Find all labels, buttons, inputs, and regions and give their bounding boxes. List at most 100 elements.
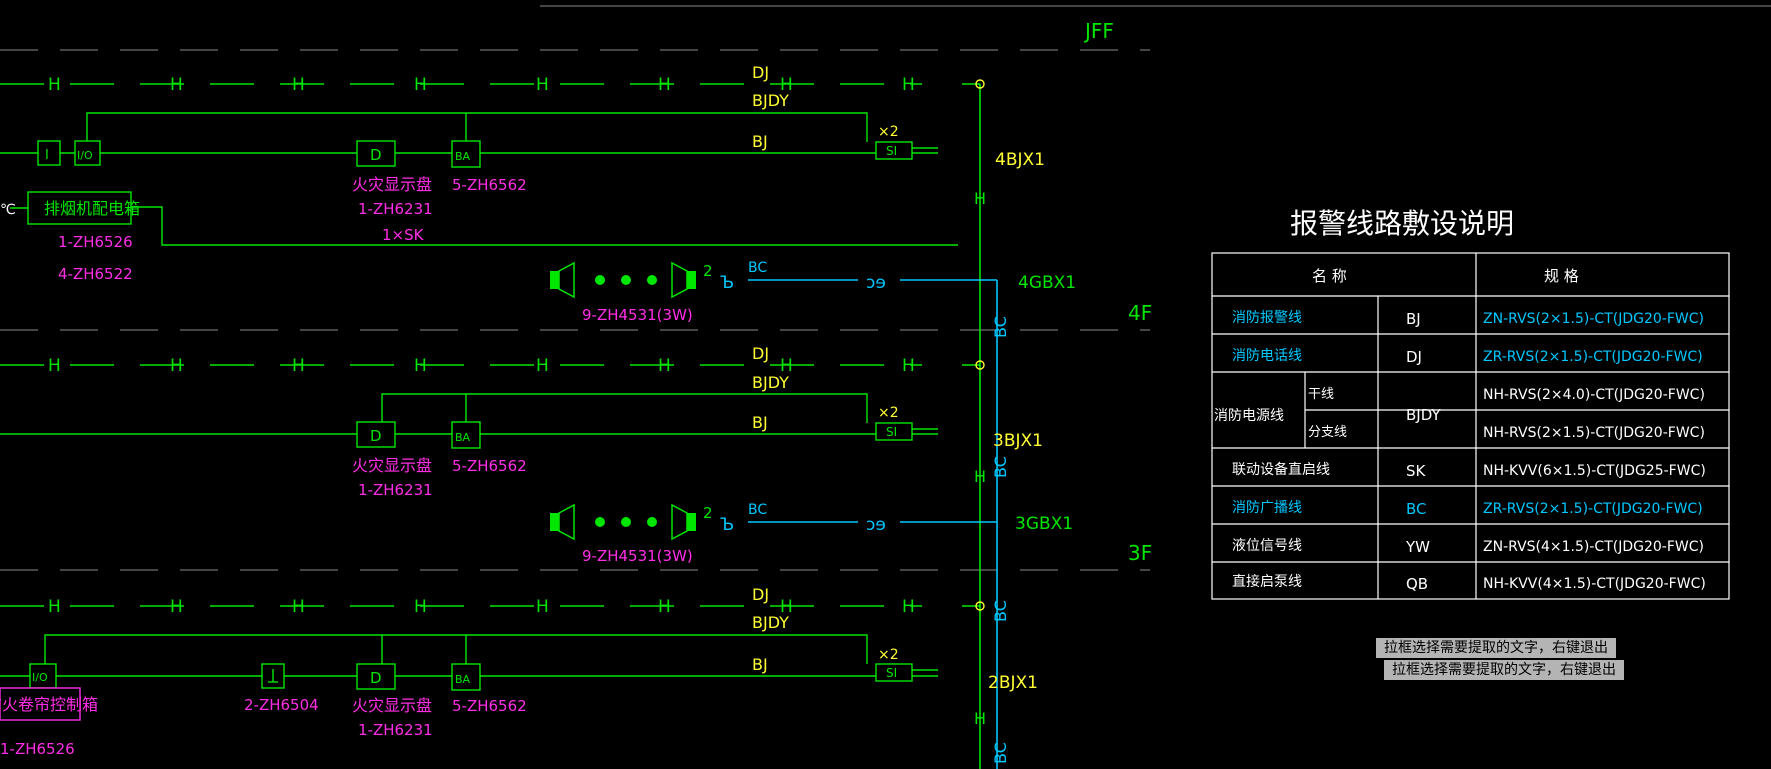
svg-text:2: 2	[703, 262, 713, 280]
svg-text:1-ZH6526: 1-ZH6526	[0, 740, 75, 758]
svg-text:ɔɘ: ɔɘ	[866, 273, 886, 293]
svg-text:BC: BC	[991, 600, 1010, 622]
riser-label-3gbx1: 3GBX1	[1015, 514, 1073, 534]
svg-text:名 称: 名 称	[1312, 267, 1347, 285]
legend-title: 报警线路敷设说明	[1290, 207, 1514, 240]
svg-text:H: H	[536, 356, 549, 376]
command-hint-1: 拉框选择需要提取的文字，右键退出	[1376, 638, 1616, 658]
svg-text:联动设备直启线: 联动设备直启线	[1232, 461, 1330, 478]
svg-text:H: H	[536, 597, 549, 617]
svg-text:SI: SI	[886, 144, 897, 158]
svg-text:BC: BC	[991, 742, 1010, 764]
svg-text:消防报警线: 消防报警线	[1232, 310, 1302, 326]
svg-text:BJDY: BJDY	[1406, 406, 1441, 424]
svg-text:×2: ×2	[878, 124, 899, 140]
svg-text:H: H	[414, 597, 427, 617]
floor-block-4f: H H H H H H H H DJ BJDY BJ I I/O D BA SI	[0, 63, 997, 324]
svg-text:H: H	[414, 75, 427, 95]
svg-text:H: H	[170, 75, 183, 95]
svg-text:BA: BA	[455, 150, 471, 163]
svg-text:消防电话线: 消防电话线	[1232, 348, 1302, 364]
svg-text:BJDY: BJDY	[752, 91, 789, 110]
svg-text:℃: ℃	[0, 202, 16, 218]
svg-text:1-ZH6231: 1-ZH6231	[358, 721, 433, 739]
svg-text:D: D	[370, 669, 382, 687]
svg-text:BC: BC	[991, 316, 1010, 338]
svg-text:2: 2	[703, 504, 713, 522]
fan-box-label: 排烟机配电箱	[44, 199, 140, 218]
svg-text:DJ: DJ	[752, 63, 769, 82]
svg-text:BA: BA	[455, 431, 471, 444]
svg-text:消防广播线: 消防广播线	[1232, 500, 1302, 516]
svg-text:I/O: I/O	[32, 671, 48, 684]
svg-text:H: H	[658, 356, 671, 376]
svg-text:H: H	[48, 597, 61, 617]
svg-text:火灾显示盘: 火灾显示盘	[352, 175, 432, 194]
svg-text:5-ZH6562: 5-ZH6562	[452, 457, 527, 475]
svg-text:YW: YW	[1405, 538, 1430, 556]
svg-text:5-ZH6562: 5-ZH6562	[452, 697, 527, 715]
svg-text:H: H	[780, 75, 793, 95]
svg-text:H: H	[414, 356, 427, 376]
svg-text:H: H	[780, 356, 793, 376]
svg-text:DJ: DJ	[752, 344, 769, 363]
svg-text:NH-RVS(2×4.0)-CT(JDG20-FWC): NH-RVS(2×4.0)-CT(JDG20-FWC)	[1483, 387, 1705, 403]
riser-h-markers: H H H	[974, 189, 986, 728]
svg-text:H: H	[974, 709, 986, 728]
svg-text:SK: SK	[1406, 462, 1427, 480]
svg-text:QB: QB	[1406, 575, 1428, 593]
riser-label-4gbx1: 4GBX1	[1018, 273, 1076, 293]
svg-text:BJ: BJ	[752, 132, 768, 151]
svg-text:ZR-RVS(2×1.5)-CT(JDG20-FWC): ZR-RVS(2×1.5)-CT(JDG20-FWC)	[1483, 349, 1703, 365]
svg-text:分支线: 分支线	[1308, 425, 1347, 440]
svg-text:液位信号线: 液位信号线	[1232, 538, 1302, 554]
floor-divider-lines	[0, 49, 1150, 571]
svg-text:防火卷帘控制箱: 防火卷帘控制箱	[0, 695, 98, 714]
svg-text:火灾显示盘: 火灾显示盘	[352, 456, 432, 475]
floor-block-3f: H H H H H H H H DJ BJDY BJ D BA SI ×2 火灾…	[0, 344, 997, 565]
svg-text:BJDY: BJDY	[752, 613, 789, 632]
svg-text:H: H	[170, 597, 183, 617]
svg-text:BC: BC	[1406, 500, 1427, 518]
svg-text:H: H	[658, 75, 671, 95]
svg-text:H: H	[974, 189, 986, 208]
svg-text:H: H	[974, 467, 986, 486]
svg-text:Ъ: Ъ	[720, 273, 734, 293]
svg-text:BC: BC	[748, 502, 767, 518]
svg-text:4-ZH6522: 4-ZH6522	[58, 265, 133, 283]
command-hint-2: 拉框选择需要提取的文字，右键退出	[1384, 660, 1624, 680]
svg-text:BA: BA	[455, 673, 471, 686]
svg-text:H: H	[292, 356, 305, 376]
riser-label-4bjx1: 4BJX1	[995, 150, 1045, 170]
svg-text:ZN-RVS(2×1.5)-CT(JDG20-FWC): ZN-RVS(2×1.5)-CT(JDG20-FWC)	[1483, 311, 1704, 327]
svg-text:BJ: BJ	[752, 655, 768, 674]
svg-text:H: H	[48, 75, 61, 95]
svg-text:规 格: 规 格	[1544, 267, 1579, 285]
svg-text:I: I	[45, 148, 49, 163]
svg-text:H: H	[536, 75, 549, 95]
svg-text:H: H	[170, 356, 183, 376]
svg-text:H: H	[902, 75, 915, 95]
svg-text:NH-KVV(6×1.5)-CT(JDG25-FWC): NH-KVV(6×1.5)-CT(JDG25-FWC)	[1483, 463, 1706, 479]
svg-text:5-ZH6562: 5-ZH6562	[452, 176, 527, 194]
floor-block-2f: H H H H H H H H DJ BJDY BJ I/O 防火卷帘控制箱 2…	[0, 585, 985, 758]
svg-text:干线: 干线	[1308, 387, 1334, 402]
svg-text:DJ: DJ	[1406, 348, 1422, 366]
svg-text:1-ZH6231: 1-ZH6231	[358, 200, 433, 218]
svg-text:2-ZH6504: 2-ZH6504	[244, 696, 319, 714]
svg-text:9-ZH4531(3W): 9-ZH4531(3W)	[582, 547, 693, 565]
svg-text:直接启泵线: 直接启泵线	[1232, 573, 1302, 590]
svg-text:BJ: BJ	[752, 413, 768, 432]
floor-label-4f: 4F	[1128, 301, 1152, 325]
legend-block: 报警线路敷设说明 名 称 规 格 消防报警线 BJ ZN-RVS(2×1.5)-…	[1211, 207, 1730, 600]
svg-text:H: H	[902, 597, 915, 617]
svg-text:9-ZH4531(3W): 9-ZH4531(3W)	[582, 306, 693, 324]
svg-text:BJDY: BJDY	[752, 373, 789, 392]
svg-text:H: H	[292, 75, 305, 95]
svg-text:ZN-RVS(4×1.5)-CT(JDG20-FWC): ZN-RVS(4×1.5)-CT(JDG20-FWC)	[1483, 539, 1704, 555]
svg-text:H: H	[780, 597, 793, 617]
svg-text:火灾显示盘: 火灾显示盘	[352, 696, 432, 715]
riser-label-3bjx1: 3BJX1	[993, 431, 1043, 451]
svg-text:SI: SI	[886, 666, 897, 680]
